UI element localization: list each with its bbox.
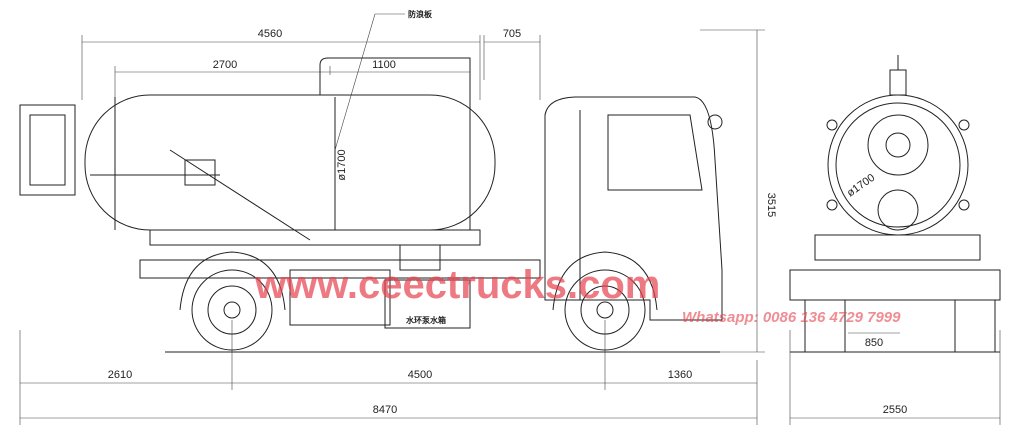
callout-label: 防浪板 xyxy=(408,9,433,19)
watermark-site: www.ceectrucks.com xyxy=(254,263,660,307)
rear-view xyxy=(789,55,1001,353)
dim-wheelbase: 4500 xyxy=(408,369,432,381)
tank-diameter-rear: ø1700 xyxy=(845,172,877,200)
dim-pipe-span: 1100 xyxy=(372,59,396,71)
dimension-lines xyxy=(19,13,1001,425)
watermark-contact: Whatsapp: 0086 136 4729 7999 xyxy=(682,309,901,326)
water-tank-label: 水环泵水箱 xyxy=(405,315,446,325)
tank-diameter-side: ø1700 xyxy=(336,149,348,180)
dim-overall-width: 2550 xyxy=(883,404,907,416)
dim-rear-section: 2700 xyxy=(213,59,237,71)
dim-overall-height: 3515 xyxy=(765,193,777,217)
dim-front-overhang: 1360 xyxy=(668,369,692,381)
side-view xyxy=(19,57,723,353)
dim-tank-length: 4560 xyxy=(258,28,282,40)
dim-rear-overhang: 2610 xyxy=(108,369,132,381)
dim-overall-length: 8470 xyxy=(373,404,397,416)
dim-cab-offset: 705 xyxy=(503,28,521,40)
dim-track-detail: 850 xyxy=(865,337,883,349)
